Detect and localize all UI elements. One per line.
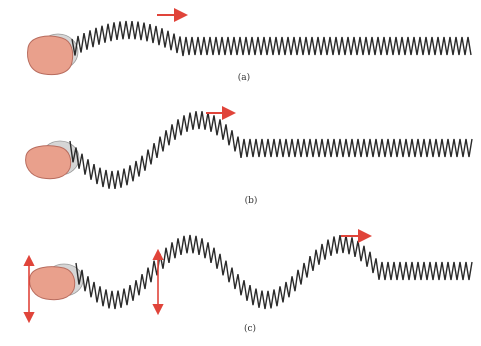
- panel-label-a: (a): [238, 72, 250, 83]
- spring-b: [70, 111, 472, 189]
- hand-icon: [28, 36, 73, 74]
- panel-c: (c): [29, 235, 472, 334]
- panel-label-b: (b): [245, 195, 258, 206]
- hand-icon: [30, 267, 75, 300]
- hand-icon: [26, 146, 71, 179]
- hand-c: [30, 264, 83, 300]
- spring-c: [76, 235, 472, 309]
- panel-a: (a): [28, 15, 471, 83]
- spring-a: [72, 21, 471, 56]
- panel-b: (b): [26, 111, 472, 206]
- hand-a: [28, 34, 78, 75]
- panel-label-c: (c): [244, 323, 256, 334]
